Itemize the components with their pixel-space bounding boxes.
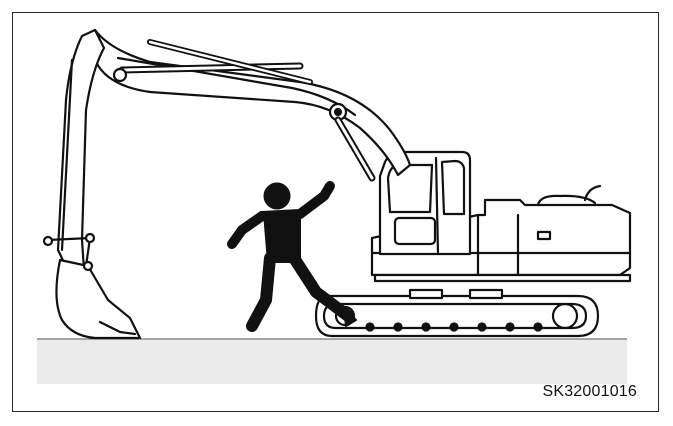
figure-code: SK32001016 [542, 383, 637, 401]
excavator-bucket [56, 260, 140, 338]
excavator-boom [95, 30, 410, 175]
ground [37, 339, 627, 384]
excavator-icon [44, 30, 630, 338]
person-fleeing-icon [232, 183, 356, 326]
